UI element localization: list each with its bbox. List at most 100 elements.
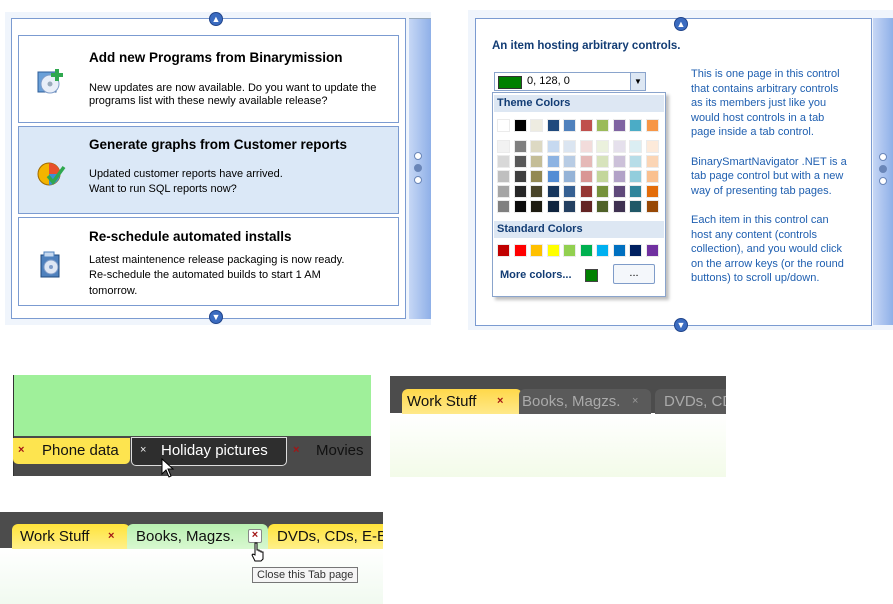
theme-shade-swatch[interactable] [563,140,576,153]
theme-color-swatch[interactable] [563,119,576,132]
theme-shade-swatch[interactable] [530,140,543,153]
theme-shade-swatch[interactable] [513,140,527,153]
theme-color-swatch[interactable] [513,119,527,132]
standard-color-swatch[interactable] [596,244,609,257]
page-dot-3[interactable] [879,177,887,185]
theme-color-swatch[interactable] [612,119,626,132]
theme-shade-swatch[interactable] [579,200,593,213]
standard-color-swatch[interactable] [546,244,560,257]
scroll-up-icon[interactable]: ▲ [674,17,688,31]
theme-shade-swatch[interactable] [546,155,560,168]
tab-work-stuff[interactable]: Work Stuff × [12,524,130,549]
theme-shade-swatch[interactable] [497,155,510,168]
theme-shade-swatch[interactable] [629,200,642,213]
theme-shade-swatch[interactable] [497,200,510,213]
color-picker-dropdown[interactable]: 0, 128, 0 ▼ [494,72,646,91]
tab-work-stuff[interactable]: Work Stuff × [402,389,522,414]
standard-color-swatch[interactable] [497,244,510,257]
theme-color-swatch[interactable] [530,119,543,132]
page-dot-1[interactable] [414,152,422,160]
theme-shade-swatch[interactable] [629,170,642,183]
task-card-2[interactable]: Generate graphs from Customer reports Up… [18,126,399,214]
standard-color-swatch[interactable] [629,244,642,257]
theme-shade-swatch[interactable] [563,170,576,183]
theme-shade-swatch[interactable] [596,170,609,183]
theme-shade-swatch[interactable] [546,200,560,213]
theme-shade-swatch[interactable] [645,170,659,183]
theme-shade-swatch[interactable] [596,155,609,168]
close-icon[interactable]: × [248,529,262,543]
standard-color-swatch[interactable] [513,244,527,257]
theme-shade-swatch[interactable] [645,155,659,168]
page-dot-2[interactable] [414,164,422,172]
standard-color-swatch[interactable] [530,244,543,257]
tab-phone-data[interactable]: × Phone data [13,438,130,464]
theme-shade-swatch[interactable] [645,185,659,198]
theme-color-swatch[interactable] [645,119,659,132]
tab-holiday-pictures[interactable]: × Holiday pictures [131,437,287,466]
tab-dvds-cds-e-books[interactable]: DVDs, CDs, E-B [268,524,383,549]
task-card-3[interactable]: Re-schedule automated installs Latest ma… [18,217,399,306]
theme-color-swatch[interactable] [629,119,642,132]
theme-shade-swatch[interactable] [513,200,527,213]
close-icon[interactable]: × [140,444,147,456]
theme-shade-swatch[interactable] [629,140,642,153]
theme-shade-swatch[interactable] [612,185,626,198]
theme-color-swatch[interactable] [579,119,593,132]
theme-shade-swatch[interactable] [497,140,510,153]
scroll-down-icon[interactable]: ▼ [209,310,223,324]
theme-shade-swatch[interactable] [546,140,560,153]
theme-shade-swatch[interactable] [579,185,593,198]
more-colors-button[interactable]: ... [613,264,655,284]
theme-shade-swatch[interactable] [530,185,543,198]
theme-color-swatch[interactable] [596,119,609,132]
tab-books-magzs[interactable]: Books, Magzs. × [519,389,651,414]
tab-dvds-cds[interactable]: DVDs, CDs [655,389,726,414]
tab-books-magzs[interactable]: Books, Magzs. × [127,524,268,549]
theme-shade-swatch[interactable] [530,200,543,213]
theme-shade-swatch[interactable] [579,170,593,183]
standard-color-swatch[interactable] [645,244,659,257]
close-icon[interactable]: × [18,444,25,456]
close-icon[interactable]: × [632,395,639,407]
task-card-1[interactable]: Add new Programs from Binarymission New … [18,35,399,123]
theme-shade-swatch[interactable] [530,170,543,183]
theme-shade-swatch[interactable] [612,140,626,153]
page-dot-3[interactable] [414,176,422,184]
theme-shade-swatch[interactable] [612,155,626,168]
theme-shade-swatch[interactable] [629,155,642,168]
chevron-down-icon[interactable]: ▼ [630,73,645,90]
theme-shade-swatch[interactable] [612,200,626,213]
close-icon[interactable]: × [293,444,300,456]
page-dot-2[interactable] [879,165,887,173]
theme-shade-swatch[interactable] [579,140,593,153]
theme-shade-swatch[interactable] [563,155,576,168]
theme-shade-swatch[interactable] [513,170,527,183]
theme-shade-swatch[interactable] [530,155,543,168]
theme-shade-swatch[interactable] [497,170,510,183]
close-icon[interactable]: × [108,530,115,542]
theme-shade-swatch[interactable] [579,155,593,168]
theme-shade-swatch[interactable] [596,185,609,198]
close-icon[interactable]: × [497,395,504,407]
theme-color-swatch[interactable] [546,119,560,132]
theme-shade-swatch[interactable] [645,200,659,213]
theme-shade-swatch[interactable] [513,185,527,198]
standard-color-swatch[interactable] [612,244,626,257]
theme-shade-swatch[interactable] [645,140,659,153]
theme-shade-swatch[interactable] [596,140,609,153]
standard-color-swatch[interactable] [579,244,593,257]
theme-color-swatch[interactable] [497,119,510,132]
scroll-up-icon[interactable]: ▲ [209,12,223,26]
theme-shade-swatch[interactable] [497,185,510,198]
standard-color-swatch[interactable] [563,244,576,257]
theme-shade-swatch[interactable] [513,155,527,168]
page-dot-1[interactable] [879,153,887,161]
theme-shade-swatch[interactable] [596,200,609,213]
tab-movies[interactable]: × Movies [291,438,371,464]
theme-shade-swatch[interactable] [612,170,626,183]
theme-shade-swatch[interactable] [629,185,642,198]
theme-shade-swatch[interactable] [563,185,576,198]
theme-shade-swatch[interactable] [563,200,576,213]
scroll-down-icon[interactable]: ▼ [674,318,688,332]
